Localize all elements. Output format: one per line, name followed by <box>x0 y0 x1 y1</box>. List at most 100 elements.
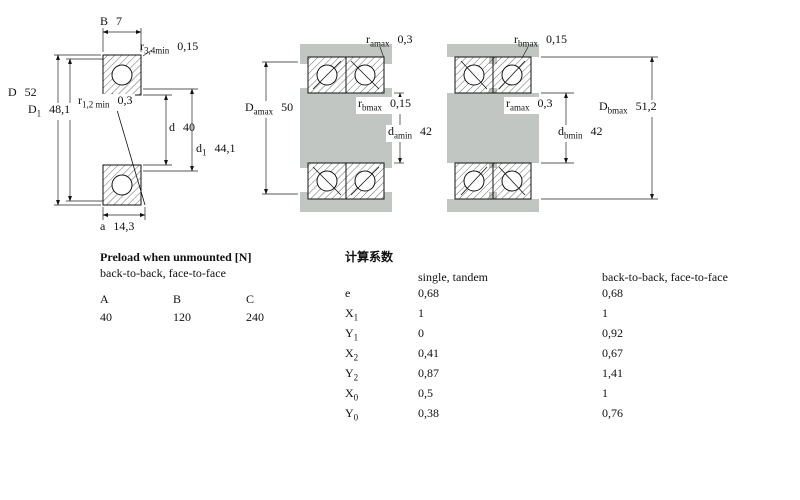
dim-ramax-ff-value: 0,3 <box>537 96 553 110</box>
preload-value-B: 120 <box>173 310 191 324</box>
factor-single-value: 0,68 <box>418 285 439 300</box>
preload-value-row: 40 120 240 <box>100 310 350 324</box>
factor-paired-value: 1,41 <box>602 365 623 380</box>
factor-symbol: Y1 <box>345 325 359 342</box>
dim-dbmin-value: 42 <box>590 124 603 138</box>
dim-a: a 14,3 <box>100 220 134 237</box>
dim-D1-symbol: D1 <box>28 102 42 119</box>
dim-r34min-value: 0,15 <box>177 39 199 53</box>
dim-ramax-db-symbol: ramax <box>366 32 390 49</box>
single-bearing-dimension-lines <box>54 28 198 220</box>
dim-r34min: r3,4min 0,15 <box>140 40 198 57</box>
dim-r34min-symbol: r3,4min <box>140 39 170 56</box>
preload-value-A: 40 <box>100 310 112 324</box>
factors-row-Y2: Y2 0,87 1,41 <box>345 365 790 384</box>
dim-damin-symbol: damin <box>388 124 412 141</box>
dim-a-value: 14,3 <box>113 219 135 233</box>
preload-col-A: A <box>100 292 109 306</box>
factor-paired-value: 0,76 <box>602 405 623 420</box>
preload-col-B: B <box>173 292 182 306</box>
factor-paired-value: 1 <box>602 305 608 320</box>
dim-D1: D1 48,1 <box>26 102 73 121</box>
factors-header-spacer <box>345 270 418 284</box>
dim-damin-value: 42 <box>420 124 432 138</box>
factor-single-value: 0,38 <box>418 405 439 420</box>
factor-single-value: 1 <box>418 305 424 320</box>
contact-angle-lines <box>460 60 526 196</box>
dim-ramax-db: ramax 0,3 <box>366 33 413 50</box>
dim-D1-value: 48,1 <box>49 102 71 116</box>
factors-header-row: single, tandem back-to-back, face-to-fac… <box>345 270 790 284</box>
preload-value-C: 240 <box>246 310 264 324</box>
dim-Dbmax: Dbmax 51,2 <box>597 99 659 118</box>
dim-ramax-ff: ramax 0,3 <box>504 96 555 115</box>
factor-symbol: Y0 <box>345 405 359 422</box>
factor-paired-value: 0,92 <box>602 325 623 340</box>
factor-symbol: X1 <box>345 305 359 322</box>
calculation-factors-table: 计算系数 single, tandem back-to-back, face-t… <box>345 250 790 424</box>
dim-rbmax-db-symbol: rbmax <box>358 96 382 113</box>
factors-row-X2: X2 0,41 0,67 <box>345 345 790 364</box>
face-to-face-drawing <box>447 44 658 212</box>
dim-d1-value: 44,1 <box>214 141 236 155</box>
factor-paired-value: 1 <box>602 385 608 400</box>
factor-single-value: 0,41 <box>418 345 439 360</box>
bearing-diagrams <box>54 28 658 220</box>
factor-symbol: Y2 <box>345 365 359 382</box>
dim-r12min: r1,2 min 0,3 <box>76 93 135 112</box>
dim-d-symbol: d <box>169 120 175 134</box>
factors-row-e: e 0,68 0,68 <box>345 285 790 304</box>
preload-header-row: A B C <box>100 292 350 306</box>
dim-Damax-value: 50 <box>281 100 294 114</box>
dim-rbmax-ff: rbmax 0,15 <box>514 33 567 50</box>
contact-angle-lines <box>312 60 380 196</box>
dim-D-value: 52 <box>24 85 37 99</box>
dim-r12min-symbol: r1,2 min <box>78 93 110 110</box>
factor-symbol: X0 <box>345 385 359 402</box>
factor-single-value: 0,5 <box>418 385 433 400</box>
dim-Damax: Damax 50 <box>243 100 296 119</box>
back-to-back-drawing <box>262 44 404 212</box>
factors-row-Y0: Y0 0,38 0,76 <box>345 405 790 424</box>
factors-table-title: 计算系数 <box>345 250 394 264</box>
dimension-lines <box>521 46 658 200</box>
single-bearing-drawing <box>102 54 146 206</box>
dim-d: d 40 <box>169 121 195 138</box>
dim-d-value: 40 <box>183 120 195 134</box>
dim-ramax-ff-symbol: ramax <box>506 96 530 113</box>
factor-single-value: 0 <box>418 325 424 340</box>
dim-D-symbol: D <box>8 85 17 99</box>
dim-a-symbol: a <box>100 219 106 233</box>
dim-d1: d1 44,1 <box>196 142 236 159</box>
dim-d1-symbol: d1 <box>196 141 207 158</box>
preload-table: Preload when unmounted [N] back-to-back,… <box>100 250 350 324</box>
preload-table-title: Preload when unmounted [N] <box>100 250 252 264</box>
bearing-sections <box>454 56 532 200</box>
dim-rbmax-ff-symbol: rbmax <box>514 32 538 49</box>
dim-Damax-symbol: Damax <box>245 100 274 117</box>
dim-r12min-value: 0,3 <box>117 93 133 107</box>
dim-dbmin-symbol: dbmin <box>558 124 583 141</box>
factors-row-Y1: Y1 0 0,92 <box>345 325 790 344</box>
factors-col-paired: back-to-back, face-to-face <box>602 270 728 284</box>
dim-ramax-db-value: 0,3 <box>397 32 413 46</box>
dim-B-value: 7 <box>116 14 123 28</box>
factors-col-single-tandem: single, tandem <box>418 270 488 284</box>
factor-symbol: X2 <box>345 345 359 362</box>
preload-col-C: C <box>246 292 255 306</box>
dim-dbmin: dbmin 42 <box>556 124 605 143</box>
bearing-balls <box>111 64 133 196</box>
factors-row-X0: X0 0,5 1 <box>345 385 790 404</box>
dim-Dbmax-value: 51,2 <box>635 99 657 113</box>
dim-rbmax-ff-value: 0,15 <box>546 32 567 46</box>
factor-paired-value: 0,68 <box>602 285 623 300</box>
dim-B-symbol: B <box>100 14 109 28</box>
factors-row-X1: X1 1 1 <box>345 305 790 324</box>
preload-table-subtitle: back-to-back, face-to-face <box>100 266 226 280</box>
factor-single-value: 0,87 <box>418 365 439 380</box>
dim-rbmax-db-value: 0,15 <box>390 96 411 110</box>
dim-Dbmax-symbol: Dbmax <box>599 99 628 116</box>
factor-paired-value: 0,67 <box>602 345 623 360</box>
